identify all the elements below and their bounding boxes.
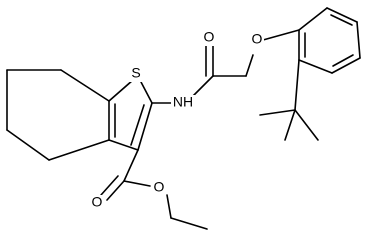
bond [262, 29, 300, 41]
bond [140, 81, 153, 104]
bond [108, 79, 134, 102]
bond [123, 180, 151, 187]
sulfur-atom-label: S [131, 65, 140, 81]
bond [298, 59, 333, 74]
bond [170, 217, 208, 230]
bond [123, 149, 139, 182]
amide-oxygen-label: O [204, 29, 215, 45]
bond [166, 194, 172, 219]
bond [326, 7, 358, 23]
bond [245, 54, 254, 77]
bond [48, 139, 110, 161]
ether-oxygen-label: O [252, 31, 263, 47]
ester-oxygen-label: O [154, 179, 165, 195]
bond [6, 129, 50, 161]
bond [294, 59, 300, 111]
bond [137, 102, 153, 151]
amide-nh-label: NH [173, 94, 193, 110]
bond [130, 104, 145, 146]
bond [356, 21, 361, 59]
bond [106, 180, 125, 201]
bond [330, 14, 353, 26]
bond [108, 139, 139, 151]
bond [294, 109, 319, 141]
bond [298, 7, 328, 31]
bond [60, 69, 110, 102]
bond [190, 75, 214, 99]
bond [100, 175, 119, 196]
bond [331, 57, 361, 74]
bond [259, 109, 296, 116]
bond [332, 54, 354, 67]
ester-carbonyl-oxygen-label: O [92, 194, 103, 210]
bond [284, 109, 296, 141]
